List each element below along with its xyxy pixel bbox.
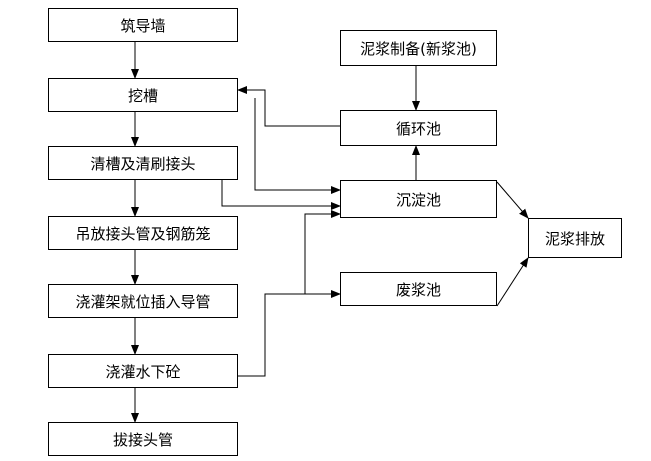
- arrow-settling-to-discharge: [496, 181, 529, 219]
- node-label: 浇灌架就位插入导管: [75, 292, 211, 311]
- node-label: 泥浆制备(新浆池): [360, 39, 477, 58]
- node-label: 泥浆排放: [544, 229, 605, 248]
- node-pour-underwater: 浇灌水下砼: [48, 354, 238, 388]
- node-label: 废浆池: [395, 280, 441, 299]
- arrow-pour-to-settling: [238, 210, 341, 377]
- node-label: 挖槽: [127, 86, 158, 105]
- node-circulation-tank: 循环池: [340, 110, 497, 146]
- node-label: 拔接头管: [112, 430, 173, 449]
- node-label: 浇灌水下砼: [105, 362, 181, 381]
- node-lower-pipe-cage: 吊放接头管及钢筋笼: [48, 216, 238, 250]
- node-label: 循环池: [395, 119, 441, 138]
- node-clean-trench: 清槽及清刷接头: [48, 146, 238, 180]
- node-excavate-trench: 挖槽: [48, 78, 238, 112]
- node-label: 吊放接头管及钢筋笼: [75, 224, 211, 243]
- node-build-guide-wall: 筑导墙: [48, 8, 238, 42]
- node-settling-tank: 沉淀池: [340, 180, 497, 218]
- node-slurry-preparation: 泥浆制备(新浆池): [340, 30, 497, 66]
- node-label: 清槽及清刷接头: [90, 154, 196, 173]
- node-label: 筑导墙: [120, 16, 166, 35]
- arrow-excavate-to-settling: [254, 98, 341, 194]
- arrow-clean-to-settling: [221, 180, 341, 210]
- node-slurry-discharge: 泥浆排放: [528, 218, 622, 258]
- arrow-waste-to-discharge: [496, 257, 529, 307]
- node-pour-frame: 浇灌架就位插入导管: [48, 284, 238, 318]
- node-waste-slurry-tank: 废浆池: [340, 272, 497, 306]
- node-pull-pipe: 拔接头管: [48, 422, 238, 456]
- arrow-circulation-to-excavate: [237, 86, 340, 127]
- node-label: 沉淀池: [395, 190, 441, 209]
